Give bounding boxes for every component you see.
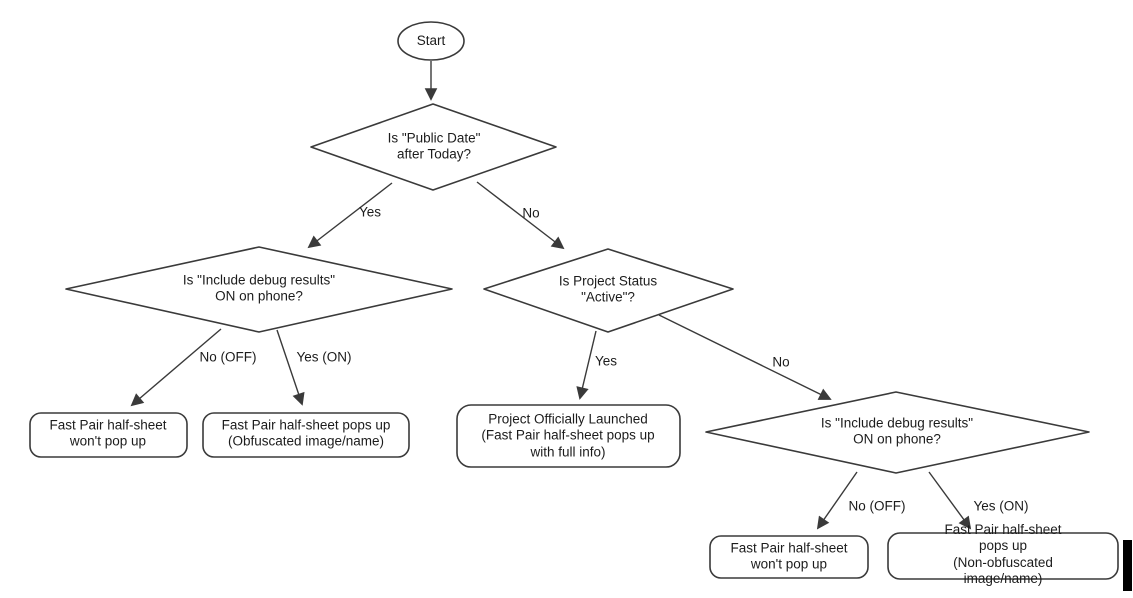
outcome-no-popup-left-shape — [29, 412, 188, 458]
edge-debug-right-no-off — [816, 471, 858, 530]
outcome-obfuscated-shape — [202, 412, 410, 458]
edge-public-date-no — [476, 181, 565, 250]
edge-project-status-no — [658, 314, 832, 400]
outcome-launched-shape — [456, 404, 681, 468]
edge-debug-right-yes-on — [928, 471, 972, 530]
decision-public-date-shape — [310, 103, 557, 191]
decision-project-status-shape — [483, 248, 734, 333]
start-node-shape — [397, 21, 465, 61]
edge-project-status-yes — [576, 330, 597, 400]
outcome-no-popup-right-shape — [709, 535, 869, 579]
edges-group — [130, 61, 972, 530]
edge-debug-left-yes-on — [276, 329, 305, 406]
edge-debug-left-no-off — [130, 328, 222, 407]
decision-debug-right-shape — [705, 391, 1090, 474]
text-cursor-bar — [1123, 540, 1132, 591]
nodes-group — [29, 21, 1119, 580]
edge-public-date-yes — [307, 182, 393, 249]
outcome-non-obfuscated-shape — [887, 532, 1119, 580]
decision-debug-left-shape — [65, 246, 453, 333]
